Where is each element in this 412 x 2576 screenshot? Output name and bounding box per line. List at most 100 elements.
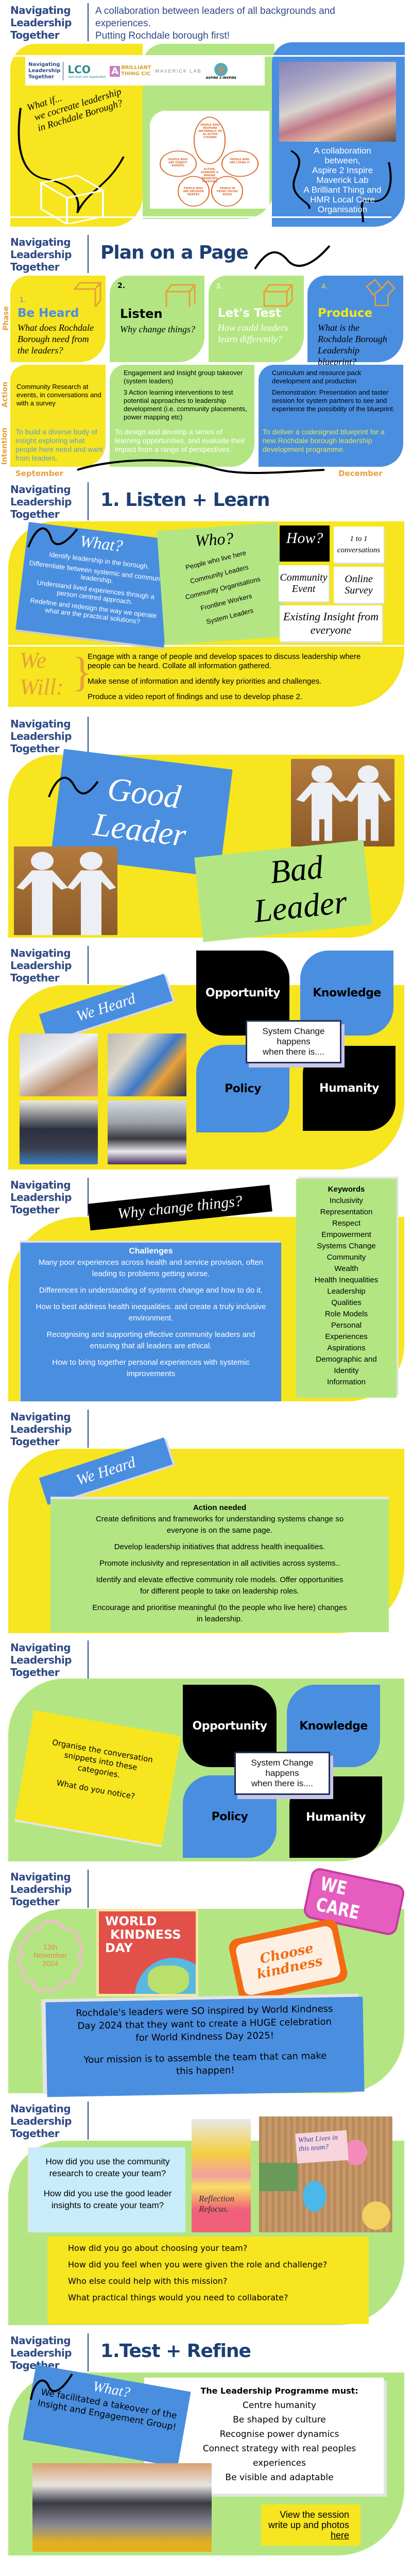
mission-message: Rochdale's leaders were SO inspired by W… <box>76 2003 333 2044</box>
divider <box>88 1640 89 1679</box>
squiggle-doodle <box>254 245 331 270</box>
phase-question: What is the Rochdale Borough Leadership … <box>318 323 387 367</box>
tree-icon <box>214 62 228 76</box>
phase-card-be-heard: 1. Be Heard What does Rochdale Borough n… <box>10 276 106 362</box>
workshop-photo <box>108 1033 186 1096</box>
action-card-be-heard: Community Research at events, in convers… <box>10 365 106 426</box>
phase-card-produce: 4. Produce What is the Rochdale Borough … <box>307 276 403 367</box>
page-title: 1.Test + Refine <box>100 2341 251 2362</box>
phase-question: How could leaders learn differently? <box>218 323 288 344</box>
good-leader-figures-photo <box>14 846 117 935</box>
timeline-start-month: September <box>15 469 63 478</box>
phase-title: Listen <box>120 307 163 321</box>
divider <box>88 235 89 273</box>
quad-policy: Policy <box>196 1045 289 1132</box>
box-icon <box>164 284 197 307</box>
session-write-up-link[interactable]: here <box>330 2530 349 2540</box>
action-card-listen-test: Engagement and Insight group takeover (s… <box>110 365 254 426</box>
divider <box>10 55 405 57</box>
bad-leader-figures-photo <box>291 759 394 846</box>
row-label-action: Action <box>1 381 9 408</box>
timeline-end-month: December <box>338 469 383 478</box>
phase-question: What does Rochdale Borough need from the… <box>18 323 94 355</box>
flower-icon <box>18 1920 83 1992</box>
phase-number: 3. <box>216 282 222 290</box>
page-title: 1. Listen + Learn <box>100 489 270 511</box>
team-selfie-photo <box>279 62 396 142</box>
phase-title: Let's Test <box>218 307 281 320</box>
team-questions-box: How did you go about choosing your team?… <box>47 2236 369 2324</box>
tagline-line: experiences. <box>95 18 151 29</box>
intention-text: To build a diverse body of insight explo… <box>15 428 103 462</box>
phase-number: 1. <box>20 295 26 303</box>
bracket-icon: } <box>72 650 92 695</box>
method-note: Community Event <box>279 565 329 601</box>
intention-card-produce: To deliver a codesigned blueprint for a … <box>259 426 403 467</box>
box-icon <box>73 282 102 307</box>
diagram-label: PEOPLE WHO ARE LIVING IT <box>230 158 250 164</box>
action-text: Engagement and Insight group takeover (s… <box>124 369 243 385</box>
diagram-label: ACTION, LEARNING & MAKING PRIORITIES TOG… <box>200 168 219 183</box>
intention-text: To design and develop a series of learni… <box>115 428 245 453</box>
sticky-note-shape <box>362 2201 390 2230</box>
divider <box>88 717 89 755</box>
divider <box>88 1870 89 1908</box>
action-text: 3 Action learning interventions to test … <box>124 388 247 421</box>
photo-note: What Lives in this team? <box>295 2130 349 2164</box>
paper-figures <box>16 852 116 935</box>
action-card-produce: Curriculum and resource pack development… <box>259 365 403 426</box>
method-note: Existing Insight from everyone <box>280 605 382 641</box>
sticky-notes-photo: Reflection Refocus. <box>192 2119 251 2232</box>
challenges-heading: Challenges <box>129 1247 173 1256</box>
squiggle-doodle <box>27 527 78 548</box>
challenges-box: Challenges Many poor experiences across … <box>21 1243 281 1401</box>
intention-text: To deliver a codesigned blueprint for a … <box>263 428 385 453</box>
timeline-squiggle <box>77 459 325 474</box>
action-needed-box: Action needed Create definitions and fra… <box>50 1499 389 1632</box>
session-link-box: View the session write up and photos her… <box>261 2504 360 2546</box>
diagram-loops <box>160 116 259 207</box>
brand-line: Navigating <box>10 4 71 16</box>
phase-card-lets-test: 3. Let's Test How could leaders learn di… <box>209 276 304 362</box>
method-note: Online Survey <box>334 567 384 603</box>
action-text: Curriculum and resource pack development… <box>272 369 362 385</box>
phase-title: Be Heard <box>18 307 79 320</box>
squiggle-doodle <box>48 776 99 798</box>
divider <box>88 482 89 520</box>
logo-aspire-2-inspire: ASPIRE 2 INSPIRE <box>206 62 236 80</box>
mission-statement: Your mission is to assemble the team tha… <box>83 2050 327 2077</box>
phase-title: Produce <box>318 307 373 320</box>
squiggle-doodle <box>290 150 392 223</box>
diagram-label: PEOPLE WHO RESPOND INFORMALLY OR AS ACTI… <box>198 124 222 139</box>
divider <box>10 216 391 218</box>
divider <box>88 2102 89 2140</box>
globe-land <box>148 1965 189 1994</box>
postcard-shape <box>259 2163 298 2191</box>
row-label-intention: Intention <box>1 427 9 465</box>
sticky-note-shape <box>303 2181 326 2212</box>
photo-note: Reflection Refocus. <box>199 2194 234 2214</box>
session-link-text: View the session write up and photos <box>268 2510 349 2530</box>
brand-line: Leadership <box>10 16 72 29</box>
divider <box>88 2333 89 2371</box>
boxes-icon <box>366 279 396 307</box>
